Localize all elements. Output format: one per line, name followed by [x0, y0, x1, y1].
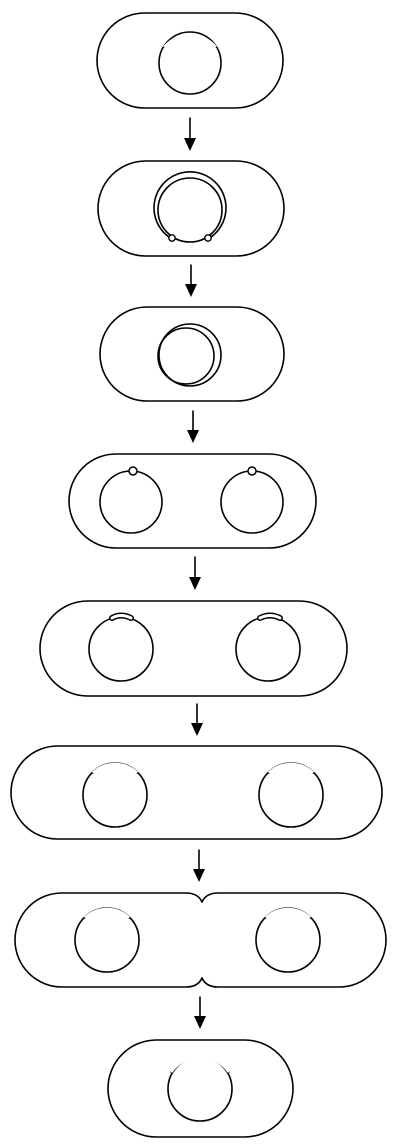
stage-1-cell: [96, 12, 284, 109]
spindle-pole-body: [247, 466, 257, 476]
cell-membrane: [97, 160, 285, 257]
cell-membrane: [10, 745, 383, 840]
nuclear-cap-inner: [267, 762, 315, 775]
cell-membrane-constricting: [14, 892, 387, 988]
spindle-pole-body: [128, 466, 138, 476]
spindle-pole: [204, 234, 212, 242]
cell-membrane: [68, 453, 317, 549]
stage-7-cell: [14, 892, 387, 988]
nuclear-cap-inner: [264, 907, 312, 920]
nucleus-inner: [157, 327, 215, 385]
stage-8-cell: [107, 1039, 294, 1138]
cell-membrane: [107, 1039, 294, 1138]
arrow-head: [191, 723, 203, 736]
stage-6-cell: [10, 745, 383, 840]
nucleus-left: [99, 470, 163, 534]
nucleus: [158, 31, 222, 95]
nuclear-cap-inner: [91, 762, 139, 775]
arrow-7: [194, 996, 206, 1029]
nucleus: [157, 177, 223, 243]
stage-2-cell: [97, 160, 285, 257]
arrow-2: [185, 264, 197, 297]
spindle-pole-body-inner: [110, 614, 133, 620]
arrow-6: [193, 849, 205, 882]
spindle-pole: [168, 234, 176, 242]
nuclear-cap-inner: [169, 1055, 231, 1073]
cell-membrane: [39, 600, 348, 697]
nucleus-left: [88, 616, 154, 682]
arrow-head: [187, 430, 199, 443]
nucleus-right: [235, 616, 301, 682]
stage-3-cell: [99, 306, 285, 402]
cell-membrane: [99, 306, 285, 402]
nucleus: [158, 323, 222, 387]
arrow-5: [191, 703, 203, 736]
arrow-head: [185, 284, 197, 297]
arrow-head: [189, 577, 201, 590]
stage-4-cell: [68, 453, 317, 549]
arrow-4: [189, 556, 201, 590]
nucleus-right: [220, 470, 284, 534]
arrow-head: [184, 138, 196, 151]
nuclear-envelope-outer: [153, 171, 227, 240]
arrow-head: [193, 869, 205, 882]
arrow-3: [187, 410, 199, 443]
nuclear-cap-inner: [163, 33, 217, 48]
spindle-pole-body-inner: [258, 614, 282, 620]
arrow-1: [184, 117, 196, 151]
arrow-head: [194, 1016, 206, 1029]
cell-membrane: [96, 12, 284, 109]
nuclear-cap-inner: [83, 907, 131, 920]
stage-5-cell: [39, 600, 348, 697]
